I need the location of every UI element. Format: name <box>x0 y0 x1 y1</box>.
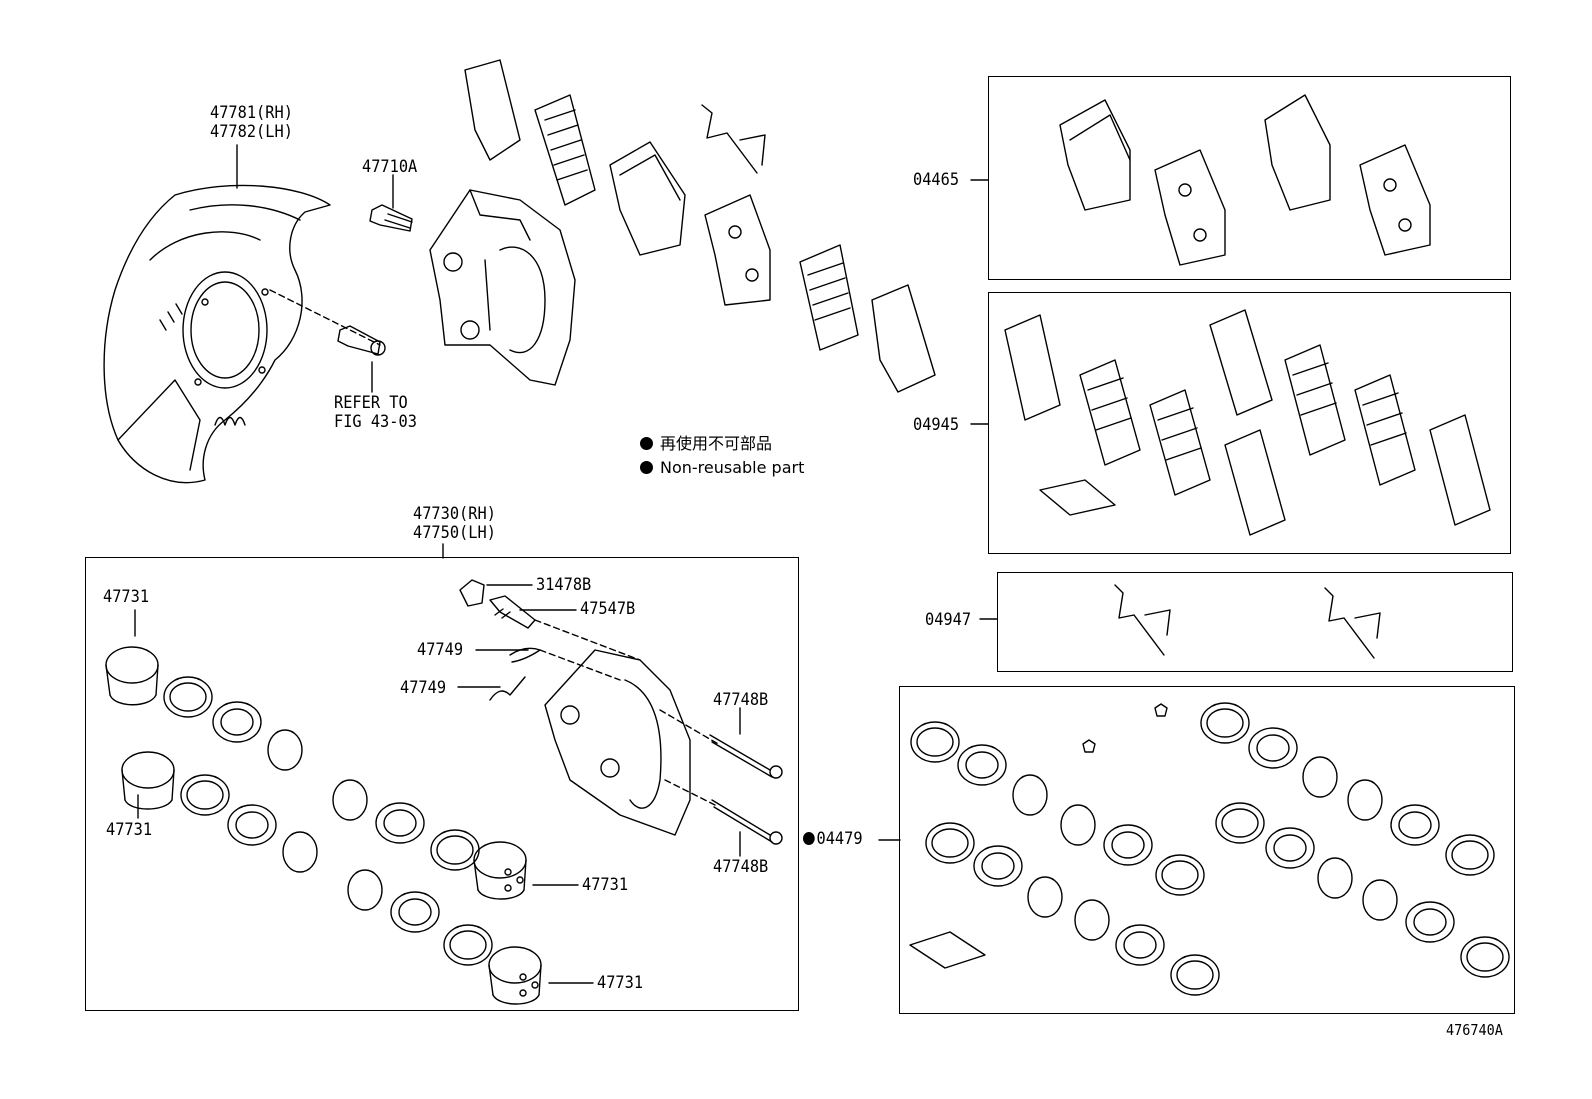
spring-kit-box <box>997 572 1513 672</box>
non-reusable-dot-icon <box>640 461 653 474</box>
shim-kit-box <box>988 292 1511 554</box>
part-label-piston-4[interactable]: 47731 <box>597 973 644 993</box>
dust-shield <box>103 184 331 484</box>
refer-note-line2[interactable]: FIG 43-03 <box>334 412 417 432</box>
part-label-bolt[interactable]: 47710A <box>362 157 418 177</box>
part-label-shim-kit[interactable]: 04945 <box>913 415 960 435</box>
part-label-shield-rh[interactable]: 47781(RH) <box>210 103 293 123</box>
figure-number: 476740A <box>1446 1021 1503 1039</box>
legend-english-text: Non-reusable part <box>660 458 805 477</box>
part-label-bleeder-cap[interactable]: 31478B <box>536 575 592 595</box>
part-label-piston-2[interactable]: 47731 <box>106 820 153 840</box>
pad-kit-box <box>988 76 1511 280</box>
part-label-caliper-rh[interactable]: 47730(RH) <box>413 504 496 524</box>
pads-top <box>464 59 936 393</box>
part-label-clip-2[interactable]: 47749 <box>400 678 447 698</box>
legend-row-english: Non-reusable part <box>640 456 804 480</box>
part-label-pad-kit[interactable]: 04465 <box>913 170 960 190</box>
seal-kit-parts <box>909 702 1510 996</box>
part-label-spring-kit[interactable]: 04947 <box>925 610 972 630</box>
part-label-pin-2[interactable]: 47748B <box>713 857 769 877</box>
part-label-caliper-lh[interactable]: 47750(LH) <box>413 523 496 543</box>
seal-kit-box <box>899 686 1515 1014</box>
leader-lines <box>134 144 998 984</box>
refer-note-line1: REFER TO <box>334 393 408 413</box>
non-reusable-dot-icon <box>803 832 815 845</box>
part-label-piston-1[interactable]: 47731 <box>103 587 150 607</box>
part-label-shield-lh[interactable]: 47782(LH) <box>210 122 293 142</box>
pad-kit-parts <box>1059 94 1431 266</box>
legend: 再使用不可部品 Non-reusable part <box>640 432 804 480</box>
caliper-top <box>429 189 576 386</box>
part-label-clip-1[interactable]: 47749 <box>417 640 464 660</box>
part-label-piston-3[interactable]: 47731 <box>582 875 629 895</box>
non-reusable-dot-icon <box>640 437 653 450</box>
part-label-seal-kit[interactable]: 04479 <box>803 830 863 848</box>
part-label-pin-1[interactable]: 47748B <box>713 690 769 710</box>
shim-kit-parts <box>1004 309 1491 536</box>
part-label-bleeder-plug[interactable]: 47547B <box>580 599 636 619</box>
caliper-assembly-parts <box>105 579 783 1005</box>
caliper-assembly-box <box>85 557 799 1011</box>
seal-kit-number: 04479 <box>816 829 863 849</box>
spring-kit-parts <box>1114 584 1381 659</box>
legend-row-japanese: 再使用不可部品 <box>640 432 804 456</box>
legend-japanese-text: 再使用不可部品 <box>660 434 773 453</box>
bolts <box>337 204 413 356</box>
